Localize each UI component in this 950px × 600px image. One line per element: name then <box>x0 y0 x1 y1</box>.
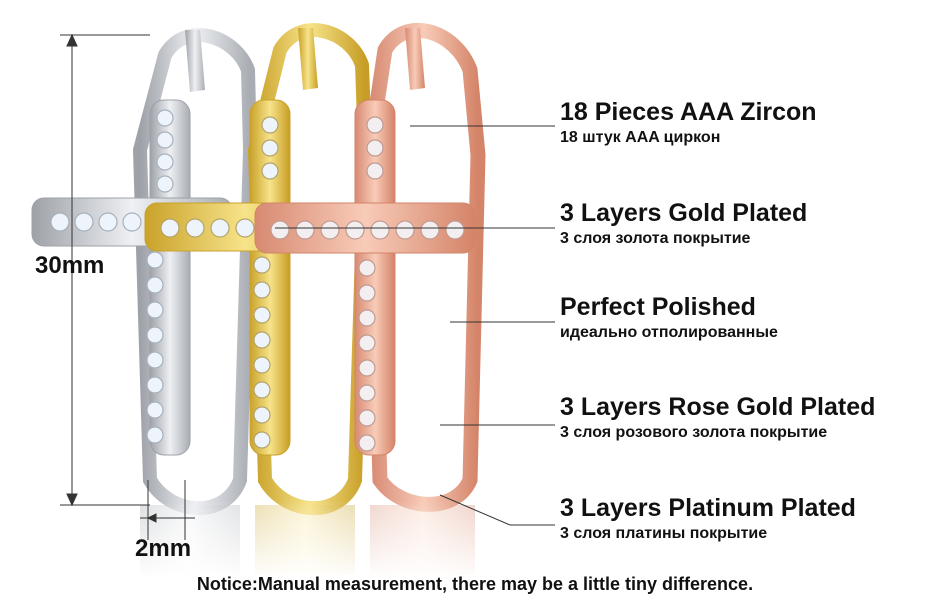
feature-title: 3 Layers Platinum Plated <box>560 494 856 522</box>
feature-label-rose-gold: 3 Layers Rose Gold Plated 3 слоя розовог… <box>560 393 875 443</box>
feature-title: Perfect Polished <box>560 293 756 321</box>
feature-subtitle: идеально отполированные <box>560 324 778 341</box>
feature-label-platinum: 3 Layers Platinum Plated 3 слоя платины … <box>560 494 856 544</box>
feature-subtitle: 3 слоя золота покрытие <box>560 230 751 247</box>
feature-subtitle: 18 штук AAA циркон <box>560 129 721 146</box>
width-dimension-label: 2mm <box>135 535 192 562</box>
callout-lines <box>275 125 555 526</box>
rose-gold-earring <box>254 22 486 512</box>
feature-label-gold: 3 Layers Gold Plated 3 слоя золота покры… <box>560 199 807 249</box>
feature-subtitle: 3 слоя розового золота покрытие <box>560 424 828 441</box>
silver-earring <box>31 28 258 516</box>
feature-label-zircon: 18 Pieces AAA Zircon 18 штук AAA циркон <box>560 98 817 148</box>
notice-text: Notice:Manual measurement, there may be … <box>196 574 754 594</box>
reflection-fade <box>120 500 500 580</box>
gold-earring <box>144 23 373 516</box>
height-dimension-label: 30mm <box>35 252 105 279</box>
dimension-lines <box>60 33 195 540</box>
feature-title: 3 Layers Gold Plated <box>560 199 808 227</box>
feature-subtitle: 3 слоя платины покрытие <box>560 525 768 542</box>
feature-label-polished: Perfect Polished идеально отполированные <box>560 293 778 343</box>
feature-title: 18 Pieces AAA Zircon <box>560 98 817 126</box>
feature-title: 3 Layers Rose Gold Plated <box>560 393 876 421</box>
